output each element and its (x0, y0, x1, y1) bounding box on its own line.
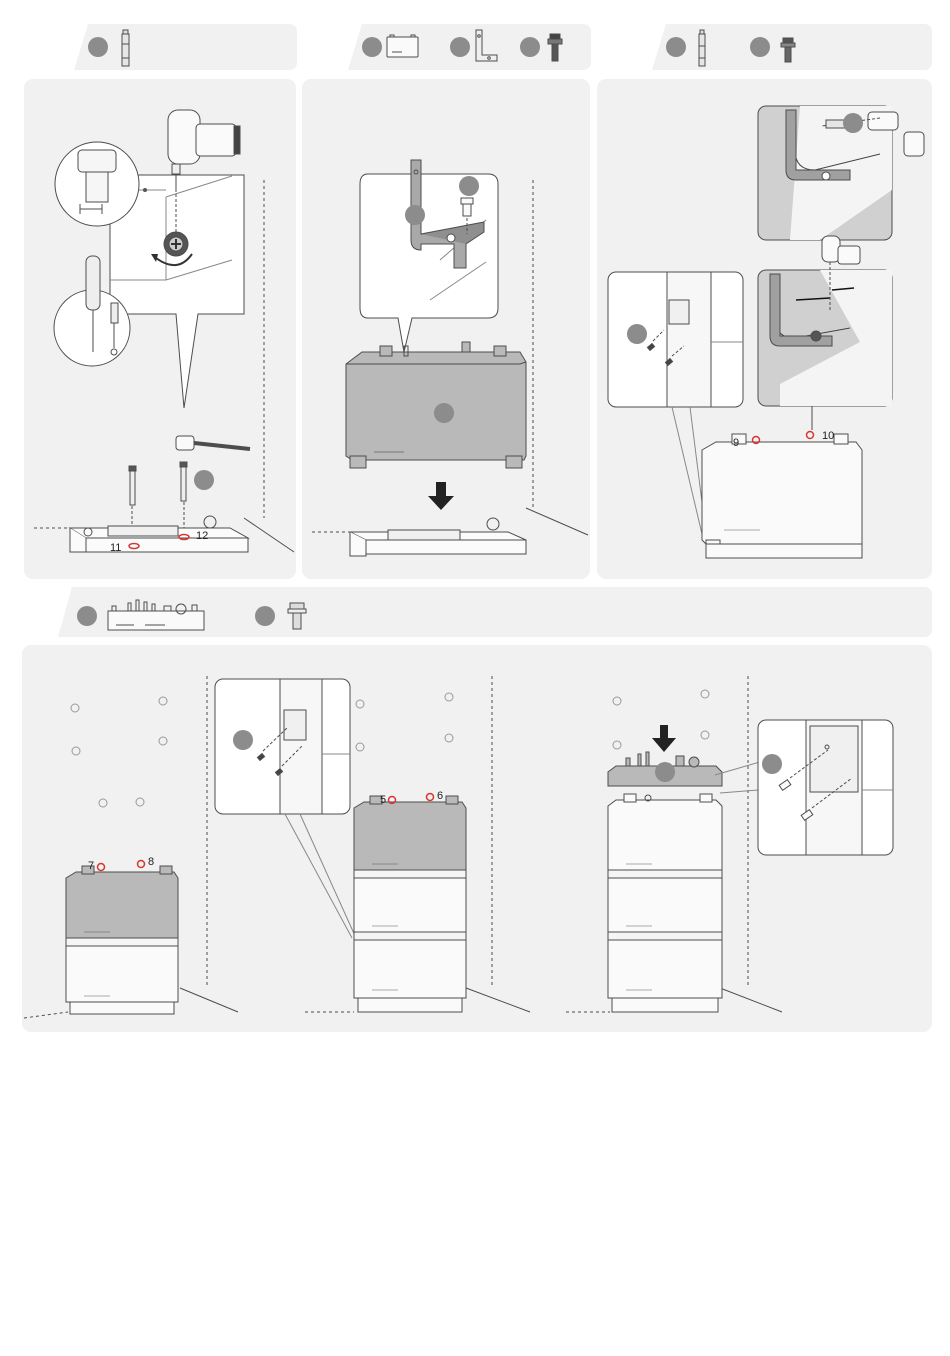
screw-hole-highlight (427, 794, 434, 801)
part-badge (655, 762, 675, 782)
callout-6: 6 (437, 790, 443, 802)
callout-8: 8 (148, 856, 154, 868)
wall-hole-markers (71, 690, 709, 807)
down-arrow-icon (652, 725, 676, 752)
callout-7: 7 (88, 860, 94, 872)
part-badge (762, 754, 782, 774)
battery-stack-3 (354, 796, 466, 1012)
battery-stack-3 (608, 794, 722, 1012)
part-badge (233, 730, 253, 750)
screw-hole-highlight (98, 864, 105, 871)
screw-hole-highlight (138, 861, 145, 868)
battery-stack-2 (66, 866, 178, 1014)
callout-5: 5 (380, 794, 386, 806)
